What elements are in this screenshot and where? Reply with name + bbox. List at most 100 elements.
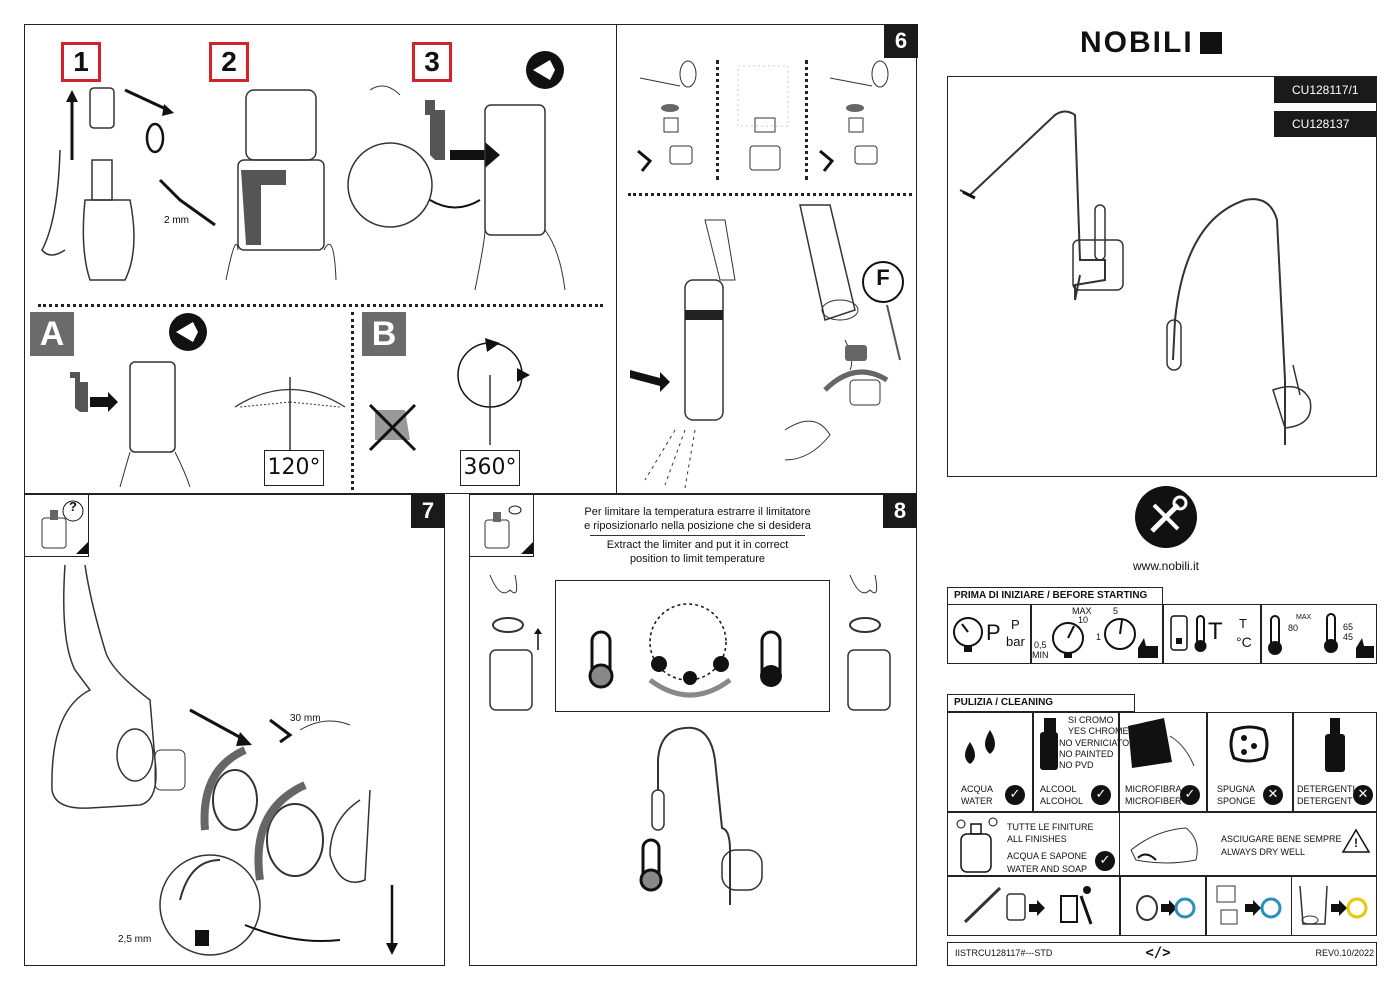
cleaning-detergent-english: DETERGENT bbox=[1297, 796, 1353, 806]
divider-dotted bbox=[351, 312, 354, 490]
step-8-english-line-2: position to limit temperature bbox=[629, 553, 766, 565]
water-soap-italian: ACQUA E SAPONE bbox=[1007, 851, 1088, 861]
recommended-temperature-min: 45 bbox=[1343, 632, 1354, 642]
cleaning-alcohol-english: ALCOHOL bbox=[1040, 796, 1084, 806]
footer-bar bbox=[947, 942, 1377, 966]
rotation-120-label: 120° bbox=[264, 450, 324, 486]
product-code-2: CU128137 bbox=[1274, 111, 1376, 137]
divider-dotted bbox=[38, 304, 603, 307]
painted-no-italian: NO VERNICIATO bbox=[1059, 738, 1130, 748]
drying-hand-icon bbox=[1130, 827, 1198, 864]
pressure-unit-symbol: P bbox=[1011, 617, 1020, 632]
cardboard-recycle-cell bbox=[1206, 876, 1292, 936]
rotation-360-label: 360° bbox=[460, 450, 520, 486]
max-pressure-value: 10 bbox=[1078, 615, 1089, 625]
step-6-label: 6 bbox=[884, 24, 918, 58]
cleaning-detergent-cell bbox=[1293, 712, 1377, 812]
cross-icon: ✕ bbox=[1353, 785, 1373, 805]
gauge-min-max-icon bbox=[1052, 622, 1084, 658]
cartridge-thumb bbox=[24, 494, 89, 557]
painted-no-english: NO PAINTED bbox=[1059, 749, 1114, 759]
gauge-icon bbox=[953, 617, 983, 652]
recommended-pressure-value: 5 bbox=[1113, 606, 1119, 616]
step-1-label: 1 bbox=[61, 42, 101, 82]
recommended-temperature-max: 65 bbox=[1343, 622, 1354, 632]
steps-1-to-6-panel bbox=[24, 24, 917, 494]
step-8-english-line-1: Extract the limiter and put it in correc… bbox=[606, 539, 789, 551]
boiler-icon bbox=[1170, 615, 1188, 651]
min-label: MIN bbox=[1032, 650, 1049, 660]
cleaning-sponge-cell bbox=[1207, 712, 1293, 812]
check-icon: ✓ bbox=[1095, 851, 1115, 871]
pressure-range-cell bbox=[1031, 604, 1163, 664]
disposal-cell bbox=[947, 876, 1120, 936]
temperature-unit-symbol: T bbox=[1239, 616, 1247, 631]
all-finishes-english: ALL FINISHES bbox=[1007, 834, 1067, 844]
step-a-label: A bbox=[30, 312, 74, 356]
cartridge-thumb bbox=[469, 494, 534, 557]
pressure-cell bbox=[947, 604, 1031, 664]
footer-revision: REV0.10/2022 bbox=[1315, 948, 1374, 958]
check-icon: ✓ bbox=[1180, 785, 1200, 805]
limiter-box bbox=[555, 580, 830, 712]
spray-bottle-icon bbox=[1040, 718, 1058, 770]
product-panel bbox=[947, 76, 1377, 477]
cross-icon: ✕ bbox=[1263, 785, 1283, 805]
cleaning-microfiber-italian: MICROFIBRA bbox=[1125, 784, 1182, 794]
detergent-bottle-icon bbox=[1325, 718, 1345, 772]
min-pressure-value: 0,5 bbox=[1034, 640, 1047, 650]
limiter-diagram bbox=[588, 603, 782, 698]
dry-well-italian: ASCIUGARE BENE SEMPRE bbox=[1221, 834, 1342, 844]
cleaning-title: PULIZIA / CLEANING bbox=[947, 694, 1135, 712]
step-8-panel bbox=[469, 494, 917, 966]
aerator-removal-illustration bbox=[637, 60, 889, 172]
faucet-thermometer-illustration bbox=[639, 726, 763, 905]
temperature-symbol: T bbox=[1208, 618, 1223, 645]
thermometer-icon bbox=[1194, 615, 1207, 652]
step-8-italian-line-1: Per limitare la temperatura estrarre il … bbox=[584, 506, 811, 518]
step-1-illustration: 2 mm bbox=[41, 87, 216, 281]
low-pressure-value: 1 bbox=[1096, 632, 1102, 642]
before-starting-title: PRIMA DI INIZIARE / BEFORE STARTING bbox=[947, 587, 1163, 605]
pullout-spray-illustration bbox=[630, 204, 904, 489]
soap-bottle-icon bbox=[956, 817, 998, 873]
divider-dotted bbox=[805, 60, 808, 180]
pvd-no: NO PVD bbox=[1059, 760, 1094, 770]
faucets-illustration bbox=[959, 110, 1312, 445]
step-3-illustration bbox=[347, 51, 566, 291]
water-soap-english: WATER AND SOAP bbox=[1007, 864, 1088, 874]
brand-logo: NOBILI bbox=[1080, 26, 1222, 60]
temperature-cell bbox=[1163, 604, 1261, 664]
cleaning-detergent-italian: DETERGENTI bbox=[1297, 784, 1356, 794]
cleaning-sponge-english: SPONGE bbox=[1217, 796, 1256, 806]
thermometer-max-icon bbox=[1268, 615, 1282, 655]
step-8-label: 8 bbox=[883, 494, 917, 528]
cleaning-alcohol-italian: ALCOOL bbox=[1040, 784, 1077, 794]
cleaning-alcohol-cell bbox=[1033, 712, 1119, 812]
wrench-30mm-label: 30 mm bbox=[290, 713, 321, 724]
brand-name: NOBILI bbox=[1080, 26, 1194, 59]
website-link[interactable]: www.nobili.it bbox=[1132, 559, 1200, 573]
limiter-side-illustrations bbox=[489, 574, 891, 711]
step-a-illustration bbox=[70, 313, 346, 488]
step-b-label: B bbox=[362, 312, 406, 356]
cleaning-microfiber-english: MICROFIBER bbox=[1125, 796, 1182, 806]
step-8-italian-line-2: e riposizionarlo nella posizione che si … bbox=[584, 520, 811, 532]
microfiber-cloth-icon bbox=[1128, 718, 1195, 768]
sponge-icon bbox=[1229, 725, 1269, 763]
hex-25mm-label: 2,5 mm bbox=[118, 934, 152, 945]
step-2-label: 2 bbox=[209, 42, 249, 82]
warning-icon bbox=[1341, 828, 1371, 853]
chrome-yes-italian: SI CROMO bbox=[1068, 715, 1114, 725]
cartridge-replace-illustration bbox=[51, 564, 398, 956]
all-finishes-italian: TUTTE LE FINITURE bbox=[1007, 822, 1094, 832]
cartridge-thumb-icon bbox=[484, 505, 533, 554]
cleaning-water-english: WATER bbox=[961, 796, 993, 806]
gauge-recommended-icon bbox=[1104, 618, 1158, 658]
soap-cell bbox=[947, 812, 1120, 876]
brand-mark-icon bbox=[1199, 32, 1222, 54]
thermometer-recommended-icon bbox=[1324, 613, 1374, 658]
disposal-icons bbox=[963, 885, 1368, 925]
step-8-instructions: Per limitare la temperatura estrarre il … bbox=[560, 505, 835, 566]
tools-icon bbox=[1135, 486, 1197, 548]
